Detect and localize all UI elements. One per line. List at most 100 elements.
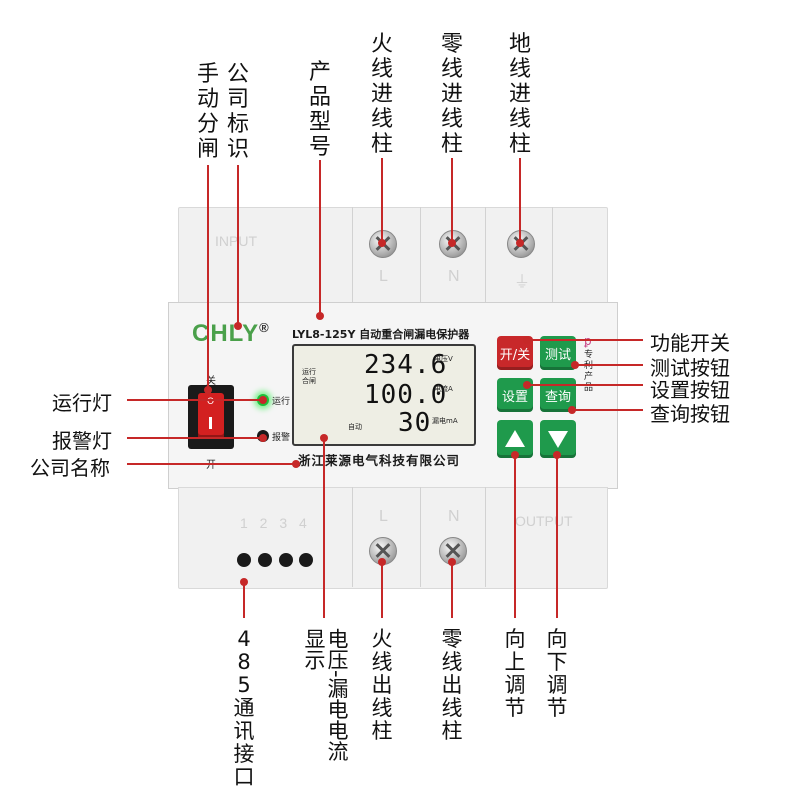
label-manual-trip: 手动分闸 <box>196 62 219 162</box>
callout-dot-company-name <box>292 460 300 468</box>
callout-dot-settings-button <box>523 381 531 389</box>
callout-line-live-in <box>381 158 383 243</box>
label-neutral-in: 零线进线柱 <box>440 32 463 157</box>
rs485-port-1[interactable] <box>237 553 251 567</box>
bottom-terminal-divider-1 <box>352 487 353 587</box>
up-button[interactable] <box>497 420 533 458</box>
top-terminal-divider-1 <box>352 207 353 307</box>
callout-line-ground-in <box>519 158 521 243</box>
label-model-number: 产品型号 <box>308 60 331 160</box>
panel-company-name: 浙江莱源电气科技有限公司 <box>298 453 461 468</box>
callout-dot-rs485 <box>240 578 248 586</box>
callout-dot-up <box>511 451 519 459</box>
settings-button[interactable]: 设置 <box>497 378 533 412</box>
label-adjust-up: 向上调节 <box>504 627 526 720</box>
callout-dot-live-in <box>378 239 386 247</box>
label-company-name: 公司名称 <box>30 456 110 480</box>
terminal-letter-n-bottom: N <box>448 508 460 525</box>
run-indicator-label: 运行 <box>272 397 291 407</box>
rs485-port-4[interactable] <box>299 553 313 567</box>
top-terminal-block <box>178 207 608 309</box>
callout-line-alarm-light <box>127 437 263 439</box>
callout-dot-query-button <box>568 406 576 414</box>
label-test-button: 测试按钮 <box>650 356 730 380</box>
callout-dot-down <box>553 451 561 459</box>
lcd-display: 运行 合闸 自动 234.6 电压V 100.0 电流A 30 漏电mA <box>292 344 476 446</box>
rs485-port-2[interactable] <box>258 553 272 567</box>
patent-icon: ꝑ <box>584 334 592 348</box>
callout-dot-power-switch <box>523 336 531 344</box>
callout-dot-model <box>316 312 324 320</box>
bottom-terminal-divider-3 <box>485 487 486 587</box>
registered-mark: ® <box>259 320 270 335</box>
bottom-terminal-divider-2 <box>420 487 421 587</box>
patent-label: 专利产品 <box>584 350 594 393</box>
label-alarm-light: 报警灯 <box>52 429 112 453</box>
arrow-down-icon <box>548 431 568 448</box>
label-company-logo: 公司标识 <box>226 62 249 162</box>
callout-line-up <box>514 455 516 618</box>
alarm-indicator-label: 报警 <box>272 433 291 443</box>
switch-on-label: 开 <box>206 460 216 471</box>
brand-logo: CHLY® <box>192 320 270 348</box>
input-mark: INPUT <box>215 233 257 249</box>
lcd-voltage-unit: 电压V <box>434 355 453 363</box>
lcd-voltage-value: 234.6 <box>364 350 448 380</box>
top-terminal-divider-4 <box>552 207 553 307</box>
terminal-letter-ground-top: ⏚ <box>514 274 531 291</box>
callout-line-manual-trip <box>207 165 209 390</box>
manual-switch[interactable]: O <box>188 385 234 449</box>
rs485-port-3[interactable] <box>279 553 293 567</box>
callout-line-settings-button <box>527 384 643 386</box>
terminal-letter-n-top: N <box>448 268 460 285</box>
label-settings-button: 设置按钮 <box>650 378 730 402</box>
lcd-current-value: 100.0 <box>364 380 448 410</box>
switch-i-mark <box>209 417 212 429</box>
callout-dot-display <box>320 434 328 442</box>
label-query-button: 查询按钮 <box>650 402 730 426</box>
label-display: 电压-漏电电流显示 <box>302 628 349 762</box>
lcd-leakage-value: 30 <box>398 408 432 438</box>
model-text: LYL8-125Y 自动重合闸漏电保护器 <box>292 328 470 341</box>
callout-dot-neutral-in <box>448 239 456 247</box>
callout-dot-ground-in <box>516 239 524 247</box>
callout-dot-run-light <box>259 396 267 404</box>
label-ground-in: 地线进线柱 <box>508 32 531 157</box>
callout-dot-alarm-light <box>259 434 267 442</box>
callout-line-company-name <box>127 463 295 465</box>
callout-dot-company-logo <box>234 322 242 330</box>
port-numbers: 1 2 3 4 <box>240 515 311 531</box>
lcd-leakage-unit: 漏电mA <box>432 417 458 425</box>
callout-line-test-button <box>575 364 643 366</box>
callout-dot-live-out <box>378 558 386 566</box>
label-rs485: 485通讯接口 <box>233 627 255 789</box>
lcd-status-auto: 自动 <box>348 423 362 431</box>
callout-line-neutral-out <box>451 562 453 618</box>
terminal-letter-l-top: L <box>379 268 388 285</box>
callout-dot-test-button <box>571 361 579 369</box>
callout-line-company-logo <box>237 165 239 325</box>
label-neutral-out: 零线出线柱 <box>441 627 463 743</box>
callout-line-model <box>319 160 321 316</box>
callout-line-down <box>556 455 558 618</box>
top-terminal-divider-2 <box>420 207 421 307</box>
query-button[interactable]: 查询 <box>540 378 576 412</box>
switch-off-label: 关 <box>206 376 216 387</box>
top-terminal-divider-3 <box>485 207 486 307</box>
callout-line-run-light <box>127 399 263 401</box>
callout-line-live-out <box>381 562 383 618</box>
label-power-switch: 功能开关 <box>650 331 730 355</box>
label-run-light: 运行灯 <box>52 391 112 415</box>
label-live-in: 火线进线柱 <box>370 32 393 157</box>
callout-line-rs485 <box>243 582 245 618</box>
callout-line-query-button <box>572 409 643 411</box>
label-live-out: 火线出线柱 <box>371 627 393 743</box>
test-button[interactable]: 测试 <box>540 336 576 370</box>
lcd-status-run: 运行 合闸 <box>302 368 316 385</box>
lcd-current-unit: 电流A <box>434 385 453 393</box>
brand-name: CHLY <box>192 320 260 347</box>
label-adjust-down: 向下调节 <box>546 627 568 720</box>
callout-line-power-switch <box>527 339 643 341</box>
callout-dot-neutral-out <box>448 558 456 566</box>
callout-dot-manual-trip <box>204 386 212 394</box>
